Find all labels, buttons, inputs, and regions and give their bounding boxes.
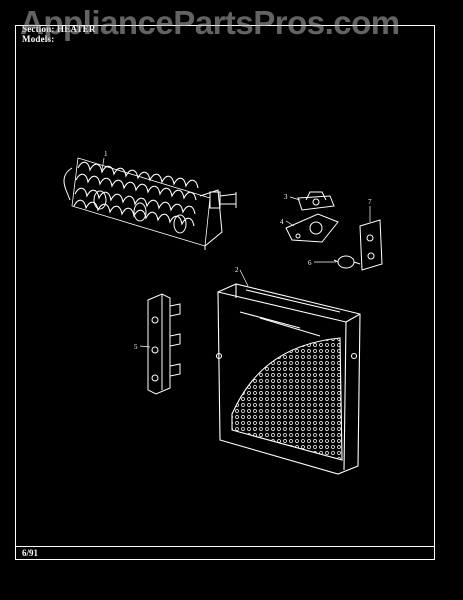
diagram-frame bbox=[15, 25, 435, 560]
heater-housing bbox=[215, 283, 361, 475]
heating-element bbox=[63, 157, 237, 250]
leader-lines bbox=[101, 157, 371, 348]
models-line: Models: bbox=[22, 34, 55, 44]
callout-7: 7 bbox=[368, 198, 372, 206]
terminal-block bbox=[147, 293, 181, 395]
callout-4: 4 bbox=[280, 218, 284, 226]
watermark-logo: AppliancePartsPros.com bbox=[20, 4, 400, 41]
revision-date: 6/91 bbox=[22, 548, 39, 558]
section-title: Section: HEATER bbox=[22, 24, 96, 34]
callout-3: 3 bbox=[284, 193, 288, 201]
callout-5: 5 bbox=[134, 343, 138, 351]
thermal-fuse bbox=[333, 255, 361, 269]
thermostat-bracket bbox=[285, 191, 339, 243]
limit-thermostat bbox=[359, 219, 383, 271]
callout-6: 6 bbox=[308, 259, 312, 267]
callout-1: 1 bbox=[104, 150, 108, 158]
footer-rule bbox=[15, 546, 435, 547]
callout-2: 2 bbox=[235, 266, 239, 274]
